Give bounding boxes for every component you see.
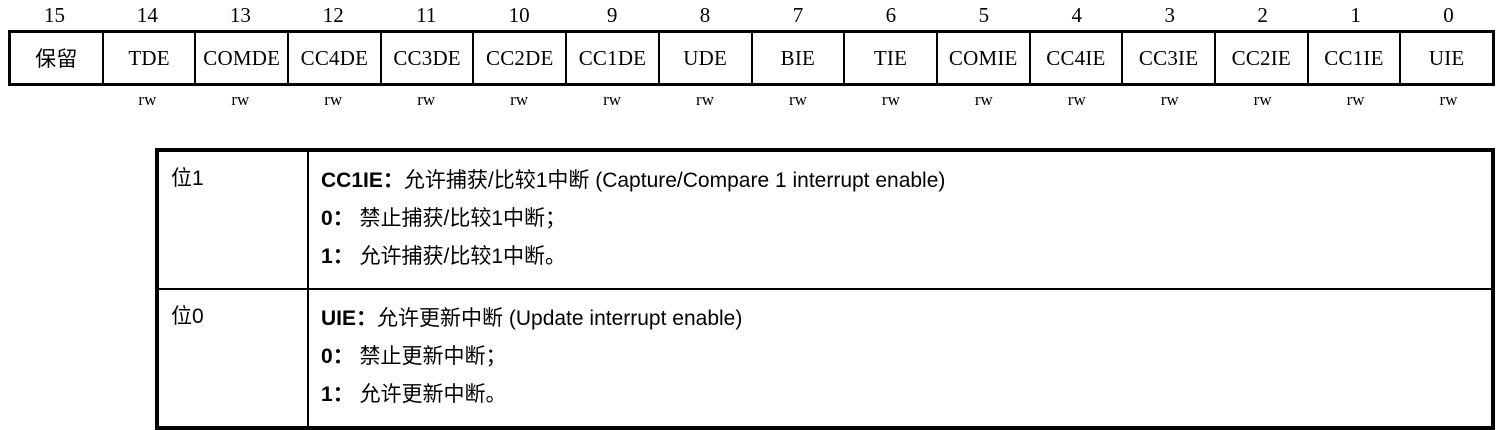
bit-number: 3 bbox=[1164, 3, 1175, 27]
bit-number: 7 bbox=[792, 3, 804, 27]
bit-field-ude: UDE bbox=[660, 33, 753, 83]
bit-value-0-line: 0： 禁止捕获/比较1中断； bbox=[321, 200, 1479, 238]
bit-number: 12 bbox=[322, 3, 344, 27]
access-attribute: rw bbox=[603, 90, 622, 109]
access-attribute-row: rw rw rw rw rw rw rw rw rw rw rw rw rw r… bbox=[8, 86, 1495, 114]
access-attribute: rw bbox=[324, 90, 343, 109]
bit-number: 6 bbox=[885, 3, 897, 27]
bit-title-chinese: 允许更新中断 bbox=[377, 307, 504, 330]
bit-field-comde: COMDE bbox=[196, 33, 290, 83]
bit-field-comie: COMIE bbox=[938, 33, 1031, 83]
bit-number: 1 bbox=[1350, 3, 1361, 27]
bit-field-cc1ie: CC1IE bbox=[1309, 33, 1402, 83]
bit-field-bie: BIE bbox=[753, 33, 846, 83]
access-attribute: rw bbox=[417, 90, 436, 109]
bit-field-cc1de: CC1DE bbox=[567, 33, 660, 83]
bit-field-tde: TDE bbox=[104, 33, 197, 83]
bit-description: CC1IE：允许捕获/比较1中断 (Capture/Compare 1 inte… bbox=[307, 150, 1493, 290]
bit-field-row: 保留 TDE COMDE CC4DE CC3DE CC2DE CC1DE UDE… bbox=[8, 30, 1495, 86]
bit-title-english: (Update interrupt enable) bbox=[508, 307, 743, 330]
bit-value-1-text: 允许捕获/比较1中断。 bbox=[359, 245, 567, 268]
access-attribute: rw bbox=[231, 90, 250, 109]
access-attribute: rw bbox=[138, 90, 157, 109]
bit-field-cc3de: CC3DE bbox=[382, 33, 475, 83]
separator-colon: ： bbox=[332, 383, 354, 406]
bit-number: 0 bbox=[1443, 3, 1454, 27]
bit-description-table: 位1 CC1IE：允许捕获/比较1中断 (Capture/Compare 1 i… bbox=[155, 148, 1495, 430]
bit-value-0-key: 0 bbox=[321, 207, 333, 230]
access-attribute: rw bbox=[1439, 90, 1458, 109]
bit-field-cc2de: CC2DE bbox=[474, 33, 568, 83]
separator-colon: ： bbox=[356, 307, 378, 330]
bit-title-chinese: 允许捕获/比较1中断 bbox=[403, 169, 590, 192]
bit-value-1-text: 允许更新中断。 bbox=[359, 383, 507, 406]
access-attribute: rw bbox=[1253, 90, 1272, 109]
bit-number: 9 bbox=[606, 3, 618, 27]
access-attribute: rw bbox=[1160, 90, 1179, 109]
bit-value-0-key: 0 bbox=[321, 345, 333, 368]
table-row: 位1 CC1IE：允许捕获/比较1中断 (Capture/Compare 1 i… bbox=[157, 150, 1493, 290]
bit-field-cc4ie: CC4IE bbox=[1031, 33, 1124, 83]
bit-number: 10 bbox=[508, 3, 530, 27]
bit-description: UIE：允许更新中断 (Update interrupt enable) 0： … bbox=[307, 288, 1493, 428]
bit-value-1-key: 1 bbox=[321, 383, 333, 406]
access-attribute: rw bbox=[1067, 90, 1086, 109]
bit-number: 11 bbox=[416, 3, 437, 27]
bit-value-1-line: 1： 允许更新中断。 bbox=[321, 376, 1479, 414]
bit-value-1-key: 1 bbox=[321, 245, 333, 268]
bit-number: 5 bbox=[978, 3, 990, 27]
access-attribute: rw bbox=[974, 90, 993, 109]
separator-colon: ： bbox=[332, 345, 354, 368]
access-attribute: rw bbox=[881, 90, 900, 109]
separator-colon: ： bbox=[332, 245, 354, 268]
bit-field-name: UIE bbox=[321, 307, 357, 330]
bit-description-title: CC1IE：允许捕获/比较1中断 (Capture/Compare 1 inte… bbox=[321, 162, 1479, 200]
register-bit-map: 15 14 13 12 11 10 9 8 7 6 5 4 3 2 1 0 保留… bbox=[8, 0, 1495, 114]
bit-description-title: UIE：允许更新中断 (Update interrupt enable) bbox=[321, 300, 1479, 338]
bit-range-label: 位1 bbox=[157, 150, 309, 290]
table-row: 位0 UIE：允许更新中断 (Update interrupt enable) … bbox=[157, 288, 1493, 428]
separator-colon: ： bbox=[382, 169, 404, 192]
access-attribute: rw bbox=[696, 90, 714, 109]
bit-field-cc4de: CC4DE bbox=[289, 33, 382, 83]
bit-number-row: 15 14 13 12 11 10 9 8 7 6 5 4 3 2 1 0 bbox=[8, 0, 1495, 30]
bit-field-uie: UIE bbox=[1428, 45, 1465, 70]
bit-value-1-line: 1： 允许捕获/比较1中断。 bbox=[321, 238, 1479, 276]
bit-number: 14 bbox=[136, 3, 158, 27]
access-attribute: rw bbox=[510, 90, 529, 109]
bit-number: 15 bbox=[43, 3, 65, 27]
separator-colon: ： bbox=[332, 207, 354, 230]
bit-number: 2 bbox=[1257, 3, 1268, 27]
bit-number: 8 bbox=[699, 3, 711, 27]
bit-number: 4 bbox=[1071, 3, 1083, 27]
bit-value-0-text: 禁止更新中断； bbox=[359, 345, 507, 368]
bit-range-label: 位0 bbox=[157, 288, 309, 428]
bit-field-cc2ie: CC2IE bbox=[1216, 33, 1309, 83]
access-attribute: rw bbox=[788, 90, 807, 109]
bit-field-tie: TIE bbox=[845, 33, 938, 83]
bit-field-reserved: 保留 bbox=[11, 33, 104, 83]
bit-value-0-text: 禁止捕获/比较1中断； bbox=[359, 207, 567, 230]
bit-number: 13 bbox=[229, 3, 251, 27]
access-attribute: rw bbox=[1346, 90, 1365, 109]
bit-value-0-line: 0： 禁止更新中断； bbox=[321, 338, 1479, 376]
bit-field-cc3ie: CC3IE bbox=[1123, 33, 1216, 83]
bit-field-name: CC1IE bbox=[321, 169, 383, 192]
bit-title-english: (Capture/Compare 1 interrupt enable) bbox=[595, 169, 946, 192]
